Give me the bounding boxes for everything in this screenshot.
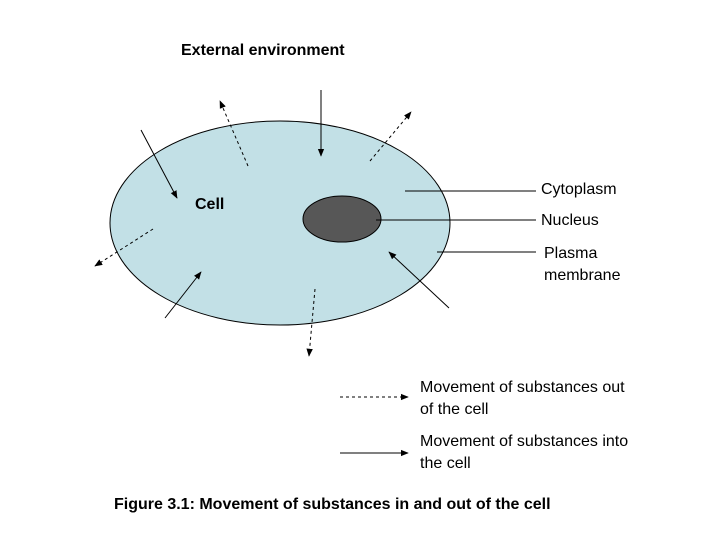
legend-into-cell-text: Movement of substances into the cell <box>420 433 629 472</box>
legend-out-of-cell-text: Movement of substances out of the cell <box>420 379 625 418</box>
nucleus <box>302 195 382 243</box>
outward-arrow-top-right <box>369 111 412 162</box>
plasma-membrane-label: Plasma membrane <box>544 245 621 284</box>
inward-arrow-upper-left <box>140 129 178 199</box>
figure-caption: Figure 3.1: Movement of substances in an… <box>114 496 551 513</box>
nucleus-label: Nucleus <box>541 212 599 229</box>
outward-arrow-bottom <box>306 288 316 357</box>
inward-arrow-lower-right <box>388 251 450 309</box>
cell-label: Cell <box>195 196 225 213</box>
external-environment-label: External environment <box>181 42 345 59</box>
inward-arrow-lower-left <box>164 271 202 319</box>
cytoplasm-label: Cytoplasm <box>541 181 617 198</box>
cell-membrane <box>109 120 451 326</box>
